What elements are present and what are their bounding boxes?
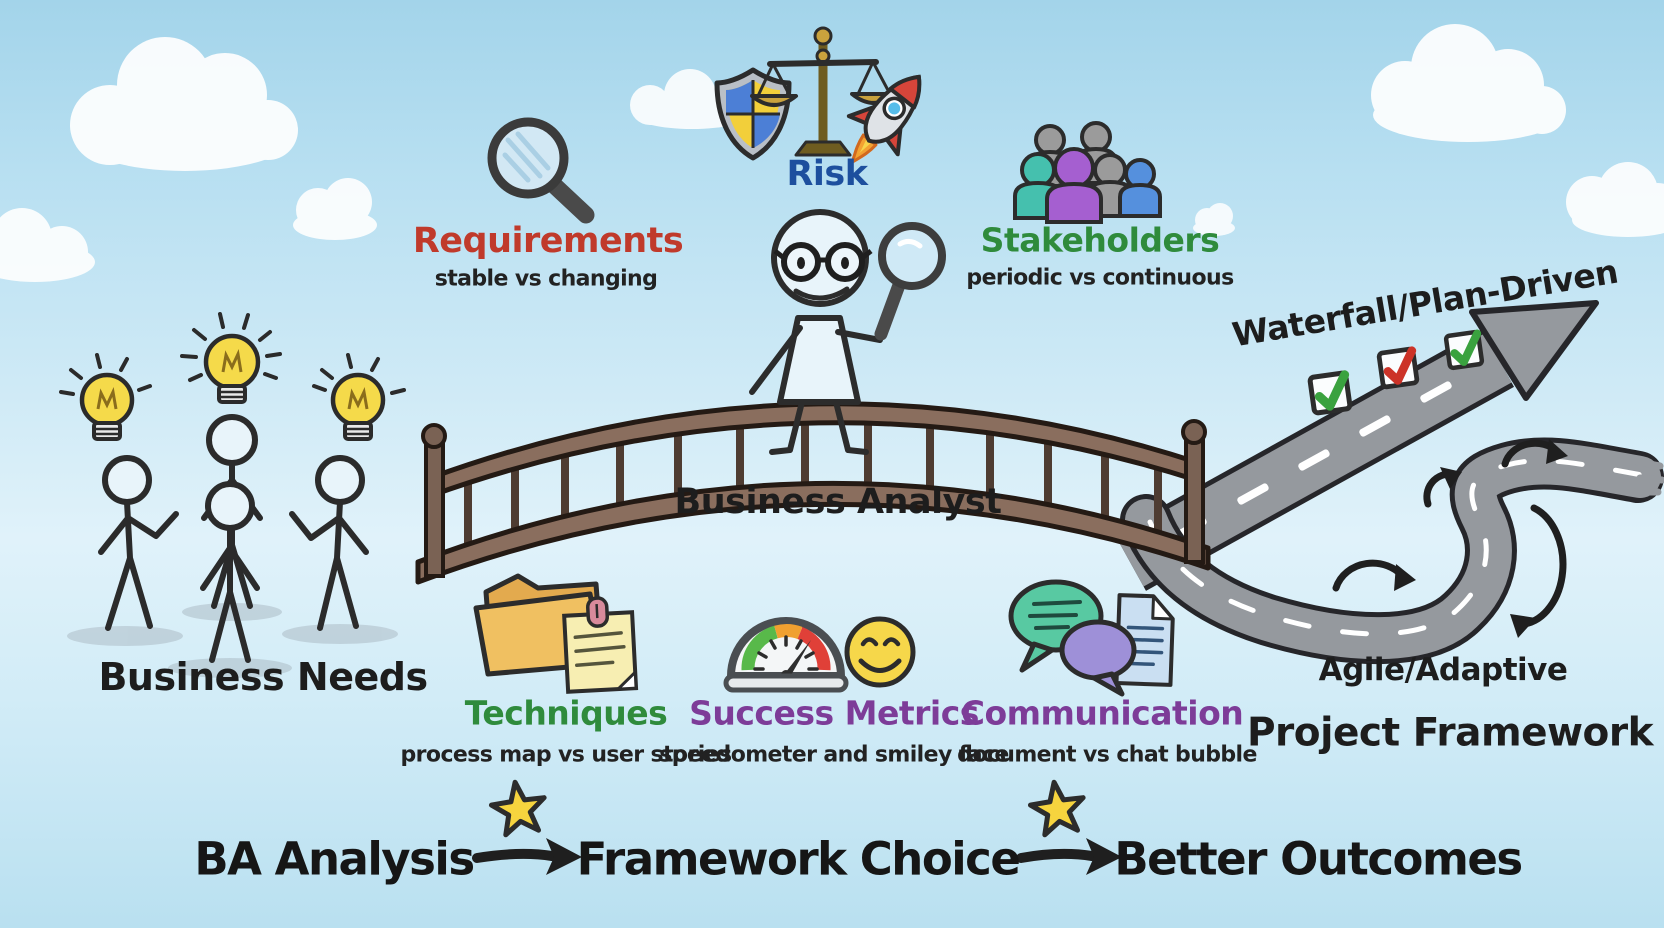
magnifier-icon	[874, 222, 946, 341]
flow-arrow-icon	[1016, 838, 1122, 875]
requirements-subtitle: stable vs changing	[434, 266, 658, 292]
cloud	[1193, 203, 1235, 236]
loop-arrow-icon	[1510, 504, 1567, 638]
checkbox-red-check	[1376, 346, 1420, 390]
agile-route-label: Agile/Adaptive	[1318, 652, 1568, 688]
magnifier-icon	[487, 117, 595, 224]
requirements-label: Requirements	[412, 221, 684, 261]
cloud	[1566, 162, 1664, 237]
cloud	[1371, 24, 1566, 142]
analyst-figure	[749, 209, 946, 455]
cloud	[293, 178, 377, 240]
sticky-note-icon	[562, 596, 639, 694]
star-icon	[1027, 779, 1086, 838]
checkbox-green-check	[1443, 329, 1485, 371]
success-metrics-label: Success Metrics	[689, 693, 979, 733]
agile-route-sublabel: Project Framework	[1246, 710, 1654, 756]
communication-label: Communication	[960, 693, 1244, 733]
techniques-label: Techniques	[464, 693, 668, 733]
flow-step-better-outcomes: Better Outcomes	[1114, 832, 1523, 886]
stakeholders-label: Stakeholders	[980, 220, 1220, 260]
agile-road	[1120, 437, 1664, 665]
star-icon	[488, 779, 547, 838]
risk-label: Risk	[786, 154, 868, 194]
flow-step-framework-choice: Framework Choice	[576, 832, 1021, 886]
stakeholders-subtitle: periodic vs continuous	[966, 265, 1234, 291]
people-group-icon	[1013, 121, 1162, 224]
loop-arrow-icon	[1332, 559, 1416, 592]
flow-arrow-icon	[472, 838, 582, 875]
techniques-subtitle: process map vs user stories	[400, 742, 733, 768]
business-needs-label: Business Needs	[98, 655, 428, 699]
stick-figures-with-lightbulbs	[59, 312, 406, 678]
loop-arrow-icon	[1423, 467, 1462, 508]
lightbulb-icon	[59, 353, 152, 441]
cloud	[0, 208, 95, 282]
checkbox-green-check	[1307, 370, 1353, 416]
business-analyst-label: Business Analyst	[674, 482, 1002, 522]
speedometer-icon	[723, 617, 849, 693]
flow-step-ba-analysis: BA Analysis	[194, 832, 475, 886]
lightbulb-icon	[180, 312, 282, 404]
success-metrics-subtitle: speedometer and smiley face	[659, 742, 1009, 768]
bridge	[415, 401, 1211, 585]
communication-subtitle: document vs chat bubble	[957, 742, 1257, 768]
bridge-post	[421, 419, 1207, 578]
smiley-icon	[844, 616, 916, 688]
shield-icon	[714, 67, 792, 161]
lightbulb-icon	[312, 353, 406, 441]
loop-arrow-icon	[1501, 439, 1568, 468]
cloud	[70, 37, 298, 171]
chat-bubbles-icon	[1008, 579, 1137, 697]
rocket-icon	[846, 74, 922, 164]
